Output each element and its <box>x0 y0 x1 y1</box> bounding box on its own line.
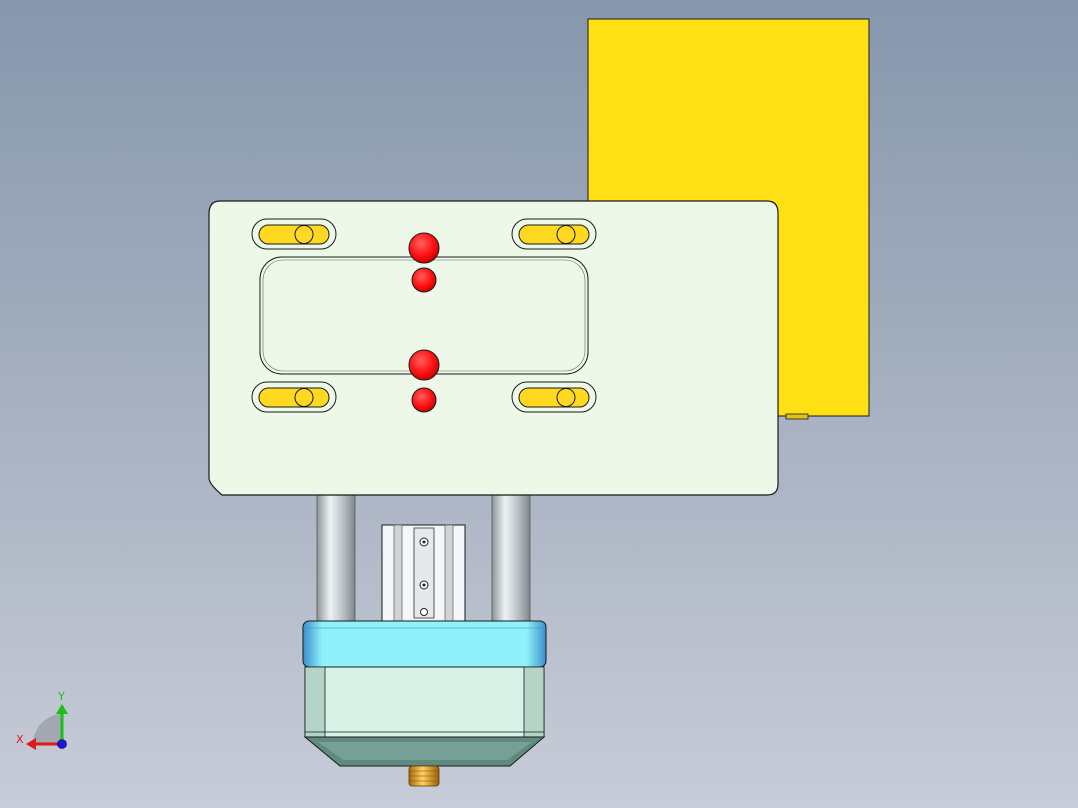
guide-rod-left[interactable] <box>316 493 356 623</box>
yellow-block-foot <box>785 413 809 420</box>
guide-rod-right[interactable] <box>491 493 531 623</box>
x-axis-arrow-icon <box>26 738 36 750</box>
red-pin-1[interactable] <box>408 232 440 264</box>
y-axis-arrow-icon <box>56 704 68 714</box>
slot-top-left[interactable] <box>251 218 337 250</box>
slot-top-right[interactable] <box>511 218 597 250</box>
mini-cylinder[interactable] <box>381 524 466 623</box>
red-pin-3[interactable] <box>408 349 440 381</box>
x-axis-label: X <box>16 733 24 746</box>
y-axis-label: Y <box>57 690 65 703</box>
axis-triad: X Y <box>16 690 68 750</box>
triad-plane-icon <box>32 714 62 744</box>
z-axis-dot-icon <box>57 739 67 749</box>
motor-body[interactable] <box>304 666 545 738</box>
slot-bottom-left[interactable] <box>251 381 337 413</box>
red-pin-2[interactable] <box>411 267 437 293</box>
slot-bottom-right[interactable] <box>511 381 597 413</box>
mounting-plate[interactable] <box>208 200 779 496</box>
red-pin-4[interactable] <box>411 387 437 413</box>
brass-nozzle[interactable] <box>408 765 440 787</box>
motor-cap-highlight <box>318 742 532 760</box>
